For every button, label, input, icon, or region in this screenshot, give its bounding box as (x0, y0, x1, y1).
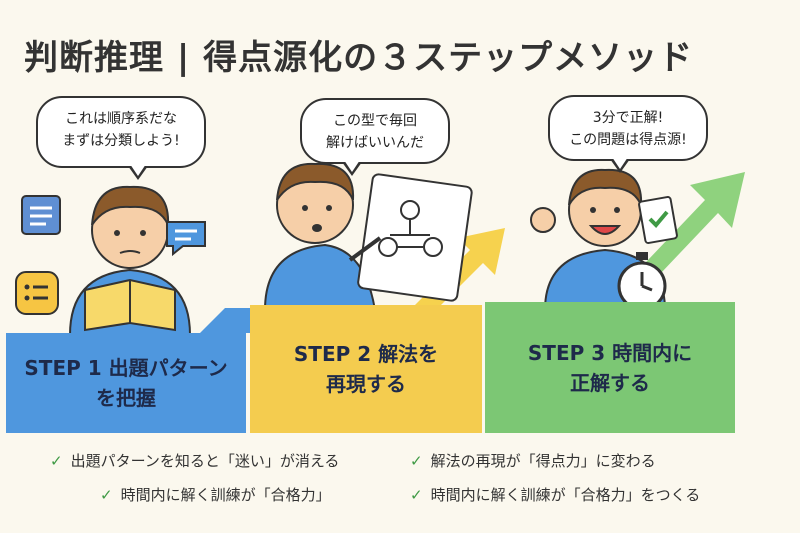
stopwatch-icon (617, 252, 667, 311)
check-icon: ✓ (410, 486, 423, 504)
benefit-text: 解法の再現が「得点力」に変わる (430, 452, 656, 470)
step-2-block: STEP 2 解法を 再現する (250, 305, 482, 433)
bubble-line: まずは分類しよう! (62, 133, 180, 149)
step-2-line1: STEP 2 解法を (293, 342, 439, 366)
bubble-line: 3分で正解! (592, 110, 664, 126)
bubble-line: 解けばいいんだ (326, 135, 424, 151)
speech-bubble-step3: 3分で正解! この問題は得点源! (548, 95, 708, 173)
benefit-item: ✓ 解法の再現が「得点力」に変わる (410, 450, 656, 471)
document-icon (21, 195, 61, 235)
step-1-line1: STEP 1 出題パターン (24, 356, 228, 380)
check-icon: ✓ (50, 452, 63, 470)
checklist-icon (638, 196, 678, 244)
check-icon: ✓ (100, 486, 113, 504)
benefit-text: 時間内に解く訓練が「合格力」をつくる (430, 486, 701, 504)
chat-icon (166, 221, 206, 257)
step-3-block: STEP 3 時間内に 正解する (485, 302, 735, 433)
benefit-text: 時間内に解く訓練が「合格力」 (120, 486, 331, 504)
benefit-item: ✓ 出題パターンを知ると「迷い」が消える (50, 450, 339, 471)
bubble-line: この問題は得点源! (569, 132, 687, 148)
step-3-line1: STEP 3 時間内に (527, 340, 693, 365)
bubble-line: この型で毎回 (333, 113, 417, 129)
benefit-item: ✓ 時間内に解く訓練が「合格力」をつくる (410, 484, 700, 505)
student-whiteboard-illustration (263, 162, 473, 310)
step-1-block: STEP 1 出題パターン を把握 (6, 333, 246, 433)
flowchart-icon (357, 173, 473, 302)
benefit-text: 出題パターンを知ると「迷い」が消える (70, 452, 340, 470)
step-1-line2: を把握 (96, 386, 156, 410)
step-2-line2: 再現する (326, 372, 406, 396)
page-title: 判断推理 | 得点源化の３ステップメソッド (24, 38, 694, 78)
benefit-item: ✓ 時間内に解く訓練が「合格力」 (100, 484, 331, 505)
bubble-line: これは順序系だな (65, 111, 177, 127)
speech-bubble-step1: これは順序系だな まずは分類しよう! (36, 96, 206, 180)
step-3-line2: 正解する (570, 370, 650, 395)
list-icon (15, 271, 59, 315)
speech-bubble-step2: この型で毎回 解けばいいんだ (300, 98, 450, 176)
check-icon: ✓ (410, 452, 423, 470)
